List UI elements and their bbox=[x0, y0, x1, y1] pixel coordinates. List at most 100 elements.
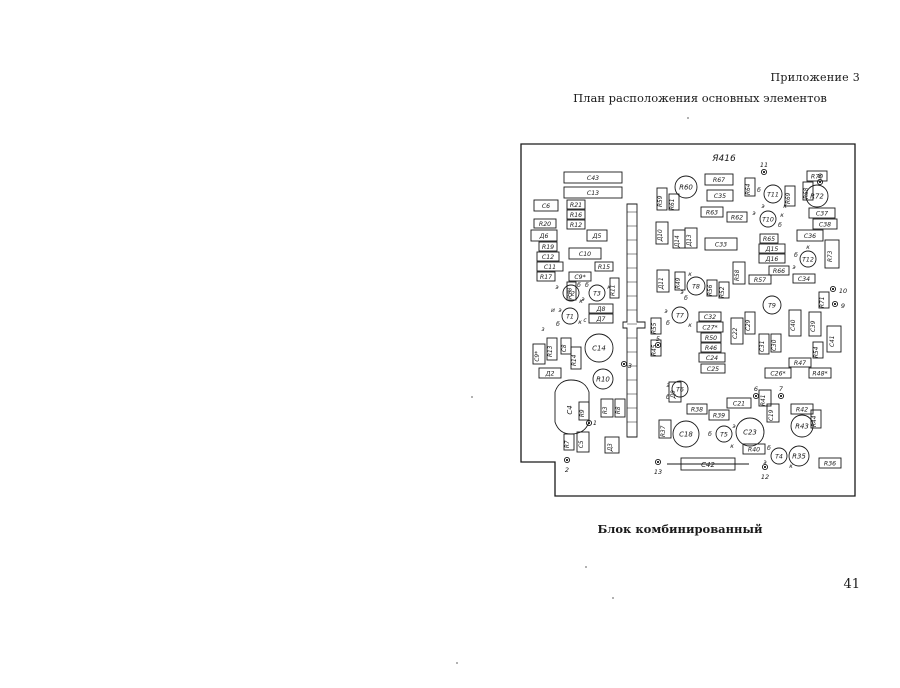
pin-letter-t10-emitter: э bbox=[752, 210, 755, 217]
component-c6 bbox=[533, 199, 559, 212]
plan-title: План расположения основных элементов bbox=[573, 91, 827, 105]
transistor-label-t7: T7 bbox=[676, 312, 684, 319]
component-label-r13: R13 bbox=[548, 345, 554, 357]
scan-speck bbox=[612, 597, 614, 599]
page-number: 41 bbox=[843, 577, 860, 592]
component-label-r3: R3 bbox=[603, 406, 609, 414]
component-label-d11: Д11 bbox=[659, 277, 665, 290]
component-label-r52: R52 bbox=[720, 286, 726, 298]
component-label-c18: C18 bbox=[679, 431, 693, 439]
transistor-label-t12: T12 bbox=[802, 256, 814, 263]
terminal-pad-p12 bbox=[761, 463, 769, 471]
transistor-t3 bbox=[588, 284, 606, 302]
component-label-r12: R12 bbox=[570, 222, 582, 229]
component-c35 bbox=[706, 189, 734, 202]
component-label-r44: R44 bbox=[812, 415, 818, 427]
component-label-r65: R65 bbox=[763, 236, 775, 243]
component-r50 bbox=[700, 332, 722, 343]
component-label-c34: C34 bbox=[798, 276, 810, 283]
terminal-label-p6: 6 bbox=[754, 385, 758, 393]
component-label-c42: C42 bbox=[701, 461, 715, 469]
component-r19 bbox=[538, 241, 558, 252]
component-label-r63: R63 bbox=[706, 209, 718, 216]
component-label-c35: C35 bbox=[714, 193, 726, 200]
component-c13 bbox=[563, 186, 623, 199]
component-label-c19: C19 bbox=[769, 409, 775, 421]
pin-letter-t7-emitter: э bbox=[664, 308, 667, 315]
component-label-c37: C37 bbox=[816, 210, 828, 217]
component-c39 bbox=[808, 311, 822, 337]
component-label-c32: C32 bbox=[704, 314, 716, 321]
component-label-r54: R54 bbox=[814, 346, 820, 358]
component-label-r72: R72 bbox=[810, 193, 824, 201]
component-label-c33: C33 bbox=[715, 241, 727, 248]
terminal-label-p5: 5 bbox=[656, 335, 660, 343]
component-r72 bbox=[805, 184, 829, 208]
transistor-t5 bbox=[715, 425, 733, 443]
component-label-c12: C12 bbox=[542, 254, 554, 261]
component-c11 bbox=[536, 261, 564, 272]
component-r38 bbox=[686, 403, 708, 415]
component-label-r50: R50 bbox=[705, 335, 717, 342]
pin-letter-t5-emitter: э bbox=[732, 423, 735, 430]
transistor-t9 bbox=[762, 295, 782, 315]
component-label-r55: R55 bbox=[652, 322, 658, 334]
pin-letter-t11-collector: к bbox=[783, 203, 787, 210]
component-label-c26: C26* bbox=[770, 370, 785, 377]
component-r54 bbox=[812, 341, 824, 359]
component-r56 bbox=[706, 279, 718, 297]
component-c18 bbox=[672, 420, 700, 448]
component-label-c11: C11 bbox=[544, 264, 556, 271]
pin-letter-t6-base: б bbox=[666, 394, 670, 401]
component-r3 bbox=[600, 398, 614, 418]
component-label-c39: C39 bbox=[811, 320, 817, 332]
terminal-label-p13: 13 bbox=[654, 468, 662, 476]
component-label-c4: C4 bbox=[566, 405, 574, 414]
component-c34 bbox=[792, 273, 816, 284]
component-label-c13: C13 bbox=[587, 190, 599, 197]
transistor-label-t11: T11 bbox=[767, 191, 779, 198]
component-r61 bbox=[668, 193, 680, 211]
transistor-t12 bbox=[799, 250, 817, 268]
terminal-label-p12: 12 bbox=[761, 473, 769, 481]
component-label-r7: R7 bbox=[565, 440, 571, 448]
figure-caption: Блок комбинированный bbox=[597, 522, 763, 536]
terminal-label-p1: 1 bbox=[593, 419, 597, 427]
terminal-pad-core-p7 bbox=[779, 394, 783, 398]
component-label-d10: Д10 bbox=[658, 229, 664, 242]
component-c12 bbox=[536, 251, 560, 262]
component-label-c14: C14 bbox=[592, 345, 606, 353]
component-label-r42: R42 bbox=[796, 406, 808, 413]
transistor-t11 bbox=[763, 184, 783, 204]
component-c19 bbox=[766, 403, 780, 423]
pin-letter-t2-emitter: э bbox=[555, 284, 558, 291]
component-label-r58: R58 bbox=[735, 269, 741, 281]
component-c25 bbox=[700, 363, 726, 374]
component-label-r56: R56 bbox=[708, 284, 714, 296]
pin-letter-t11-emitter: э bbox=[761, 203, 764, 210]
component-d13 bbox=[684, 227, 698, 249]
pin-letter-t12-collector: к bbox=[806, 244, 810, 251]
terminal-label-p3: 3 bbox=[628, 362, 632, 370]
component-label-d8: Д8 bbox=[596, 306, 606, 313]
pin-letter-t3-emitter: э bbox=[581, 296, 584, 303]
component-label-c6: C6 bbox=[542, 203, 550, 210]
component-r21 bbox=[566, 199, 586, 210]
component-label-c40: C40 bbox=[791, 319, 797, 331]
component-label-d5: Д5 bbox=[592, 233, 602, 240]
component-c32 bbox=[698, 311, 722, 322]
component-c38 bbox=[812, 218, 838, 230]
pin-letter-t5-base: б bbox=[708, 431, 712, 438]
scan-speck bbox=[456, 662, 458, 664]
component-r18 bbox=[566, 281, 577, 301]
terminal-pad-p8 bbox=[816, 178, 824, 186]
component-label-d14: Д14 bbox=[675, 235, 681, 248]
component-r63 bbox=[700, 206, 724, 218]
component-label-d15: Д15 bbox=[765, 246, 779, 253]
transistor-t10 bbox=[759, 210, 777, 228]
component-r52 bbox=[718, 281, 730, 299]
terminal-pad-core-p10 bbox=[831, 287, 835, 291]
terminal-pad-core-p2 bbox=[565, 458, 569, 462]
component-label-c23: C23 bbox=[743, 429, 757, 437]
appendix-label: Приложение 3 bbox=[770, 71, 860, 84]
